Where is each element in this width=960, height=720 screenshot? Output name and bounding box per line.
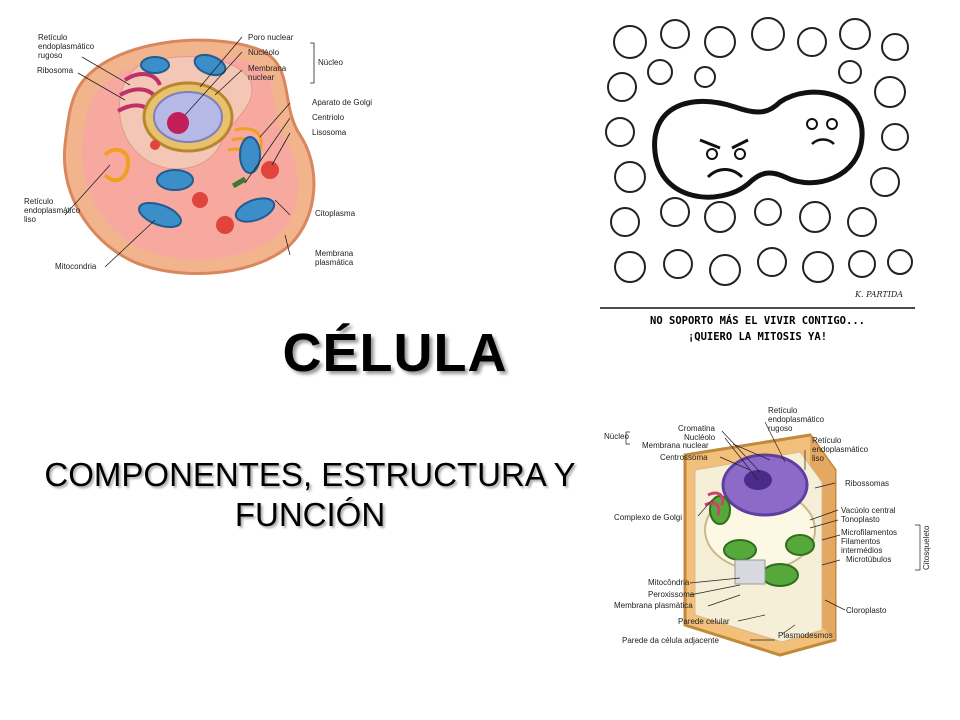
cartoon-illustration [600,12,915,310]
slide-title: CÉLULA [282,323,508,383]
animal-label-mitocondria: Mitocondria [55,262,97,271]
animal-label-lisosoma: Lisosoma [312,128,347,137]
animal-label-ribosoma: Ribosoma [37,66,74,75]
plant-label-membrana-nuclear: Membrana nuclear [642,441,709,450]
plant-label-vacuolo: Vacúolo central [841,506,896,515]
cartoon-caption-line2: ¡QUIERO LA MITOSIS YA! [687,331,828,343]
slide-subtitle-line1: COMPONENTES, ESTRUCTURA Y [44,456,576,493]
animal-label-nucleo: Núcleo [318,58,343,67]
animal-label-poro-nuclear: Poro nuclear [248,33,294,42]
plant-label-rel: Retículo endoplasmático liso [812,436,869,463]
animal-label-nucleolo: Nucléolo [248,48,280,57]
plant-label-cromatina: Cromatina [678,424,715,433]
plant-label-plasmodesmos: Plasmodesmos [778,631,833,640]
slide-subtitle-line2: FUNCIÓN [234,496,386,533]
animal-label-membrana-plasmatica: Membrana plasmática [315,249,354,267]
animal-cell-diagram: Retículo endoplasmático rugoso Ribosoma … [20,25,400,285]
plant-label-microfilamentos: Microfilamentos [841,528,898,537]
animal-label-centriolo: Centriolo [312,113,345,122]
mitosis-cartoon: K. PARTIDA [600,12,915,352]
plant-label-microtubulos: Microtúbulos [846,555,892,564]
plant-label-membrana-plasmatica: Membrana plasmática [614,601,693,610]
plant-label-citoesqueleto: Citosqueleto [922,525,931,570]
animal-cell-illustration [62,36,316,276]
slide-subtitle: COMPONENTES, ESTRUCTURA Y FUNCIÓN [20,455,600,535]
plant-label-filamentos: Filamentos intermédios [841,537,883,555]
plant-label-tonoplasto: Tonoplasto [841,515,880,524]
animal-label-golgi: Aparato de Golgi [312,98,373,107]
plant-label-rer: Retículo endoplasmático rugoso [768,406,825,433]
animal-label-membrana-nuclear: Membrana nuclear [248,64,287,82]
animal-label-citoplasma: Citoplasma [315,209,356,218]
plant-label-cloroplasto: Cloroplasto [846,606,887,615]
plant-label-parede-celular: Parede celular [678,617,730,626]
animal-label-rel: Retículo endoplasmático liso [24,197,81,224]
plant-label-golgi: Complexo de Golgi [614,513,683,522]
plant-label-ribossomas: Ribossomas [845,479,890,488]
plant-label-mitocondria: Mitocôndria [648,578,690,587]
cartoon-caption-line1: NO SOPORTO MÁS EL VIVIR CONTIGO... [650,315,865,327]
plant-label-nucleolo: Nucléolo [684,433,716,442]
plant-cell-diagram: Cromatina Nucléolo Membrana nuclear Núcl… [600,400,945,660]
plant-cell-illustration [625,421,921,657]
plant-label-peroxissoma: Peroxissoma [648,590,695,599]
plant-label-centrossoma: Centrossoma [660,453,708,462]
cartoon-caption: NO SOPORTO MÁS EL VIVIR CONTIGO... ¡QUIE… [600,313,915,345]
plant-label-nucleo: Núcleo [604,432,629,441]
cartoon-signature: K. PARTIDA [855,290,904,299]
plant-label-parede-adjacente: Parede da célula adjacente [622,636,719,645]
animal-label-rer: Retículo endoplasmático rugoso [38,33,95,60]
